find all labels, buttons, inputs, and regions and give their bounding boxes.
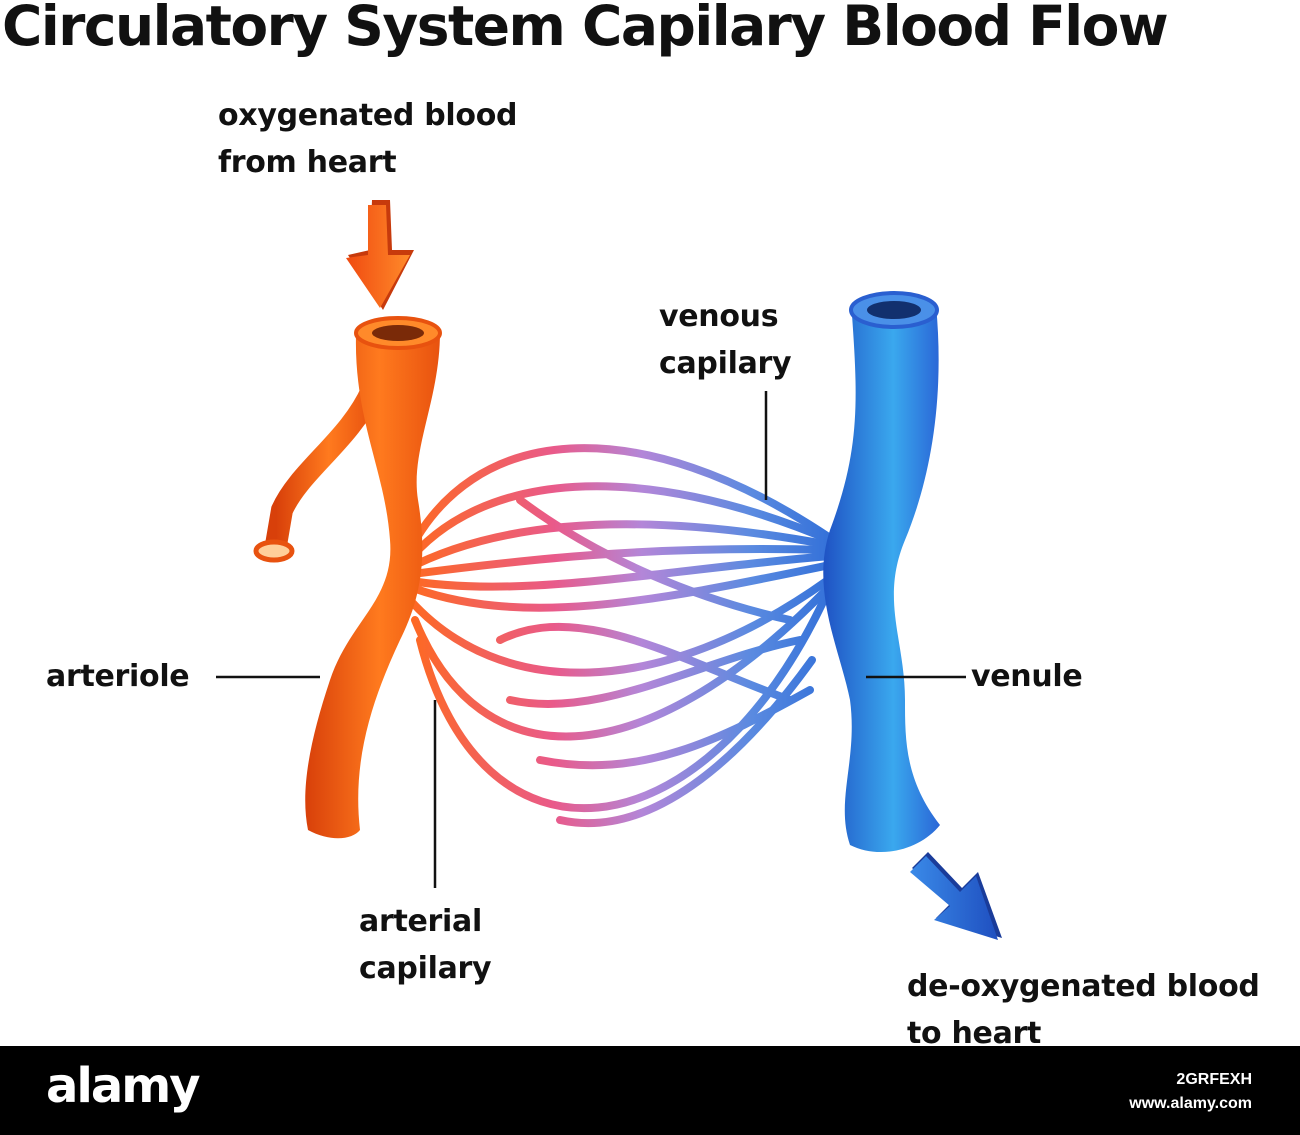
oxygenated-blood-label: oxygenated blood from heart — [218, 98, 518, 180]
arteriole-branch-opening — [253, 539, 295, 563]
capillary-network — [401, 444, 834, 828]
inflow-arrow-icon — [346, 200, 414, 310]
venule-label: venule — [971, 659, 1083, 694]
arteriole-vessel — [305, 332, 440, 839]
arteriole-label: arteriole — [46, 659, 190, 694]
deoxygenated-blood-label: de-oxygenated blood to heart — [907, 969, 1260, 1051]
watermark-footer: alamy 2GRFEXH www.alamy.com — [0, 1046, 1300, 1135]
image-id-block: 2GRFEXH www.alamy.com — [1129, 1068, 1252, 1116]
alamy-logo: alamy — [46, 1058, 201, 1114]
arteriole-branch — [265, 379, 383, 556]
arterial-capilary-label: arterial capilary — [359, 904, 492, 986]
diagram-title: Circulatory System Capilary Blood Flow — [2, 0, 1169, 58]
outflow-arrow-icon — [910, 852, 1002, 940]
venule-vessel — [823, 305, 940, 853]
capillary-diagram — [216, 200, 1002, 940]
venous-capilary-label: venous capilary — [659, 299, 792, 381]
site-url: www.alamy.com — [1129, 1095, 1252, 1112]
image-id: 2GRFEXH — [1176, 1071, 1252, 1088]
